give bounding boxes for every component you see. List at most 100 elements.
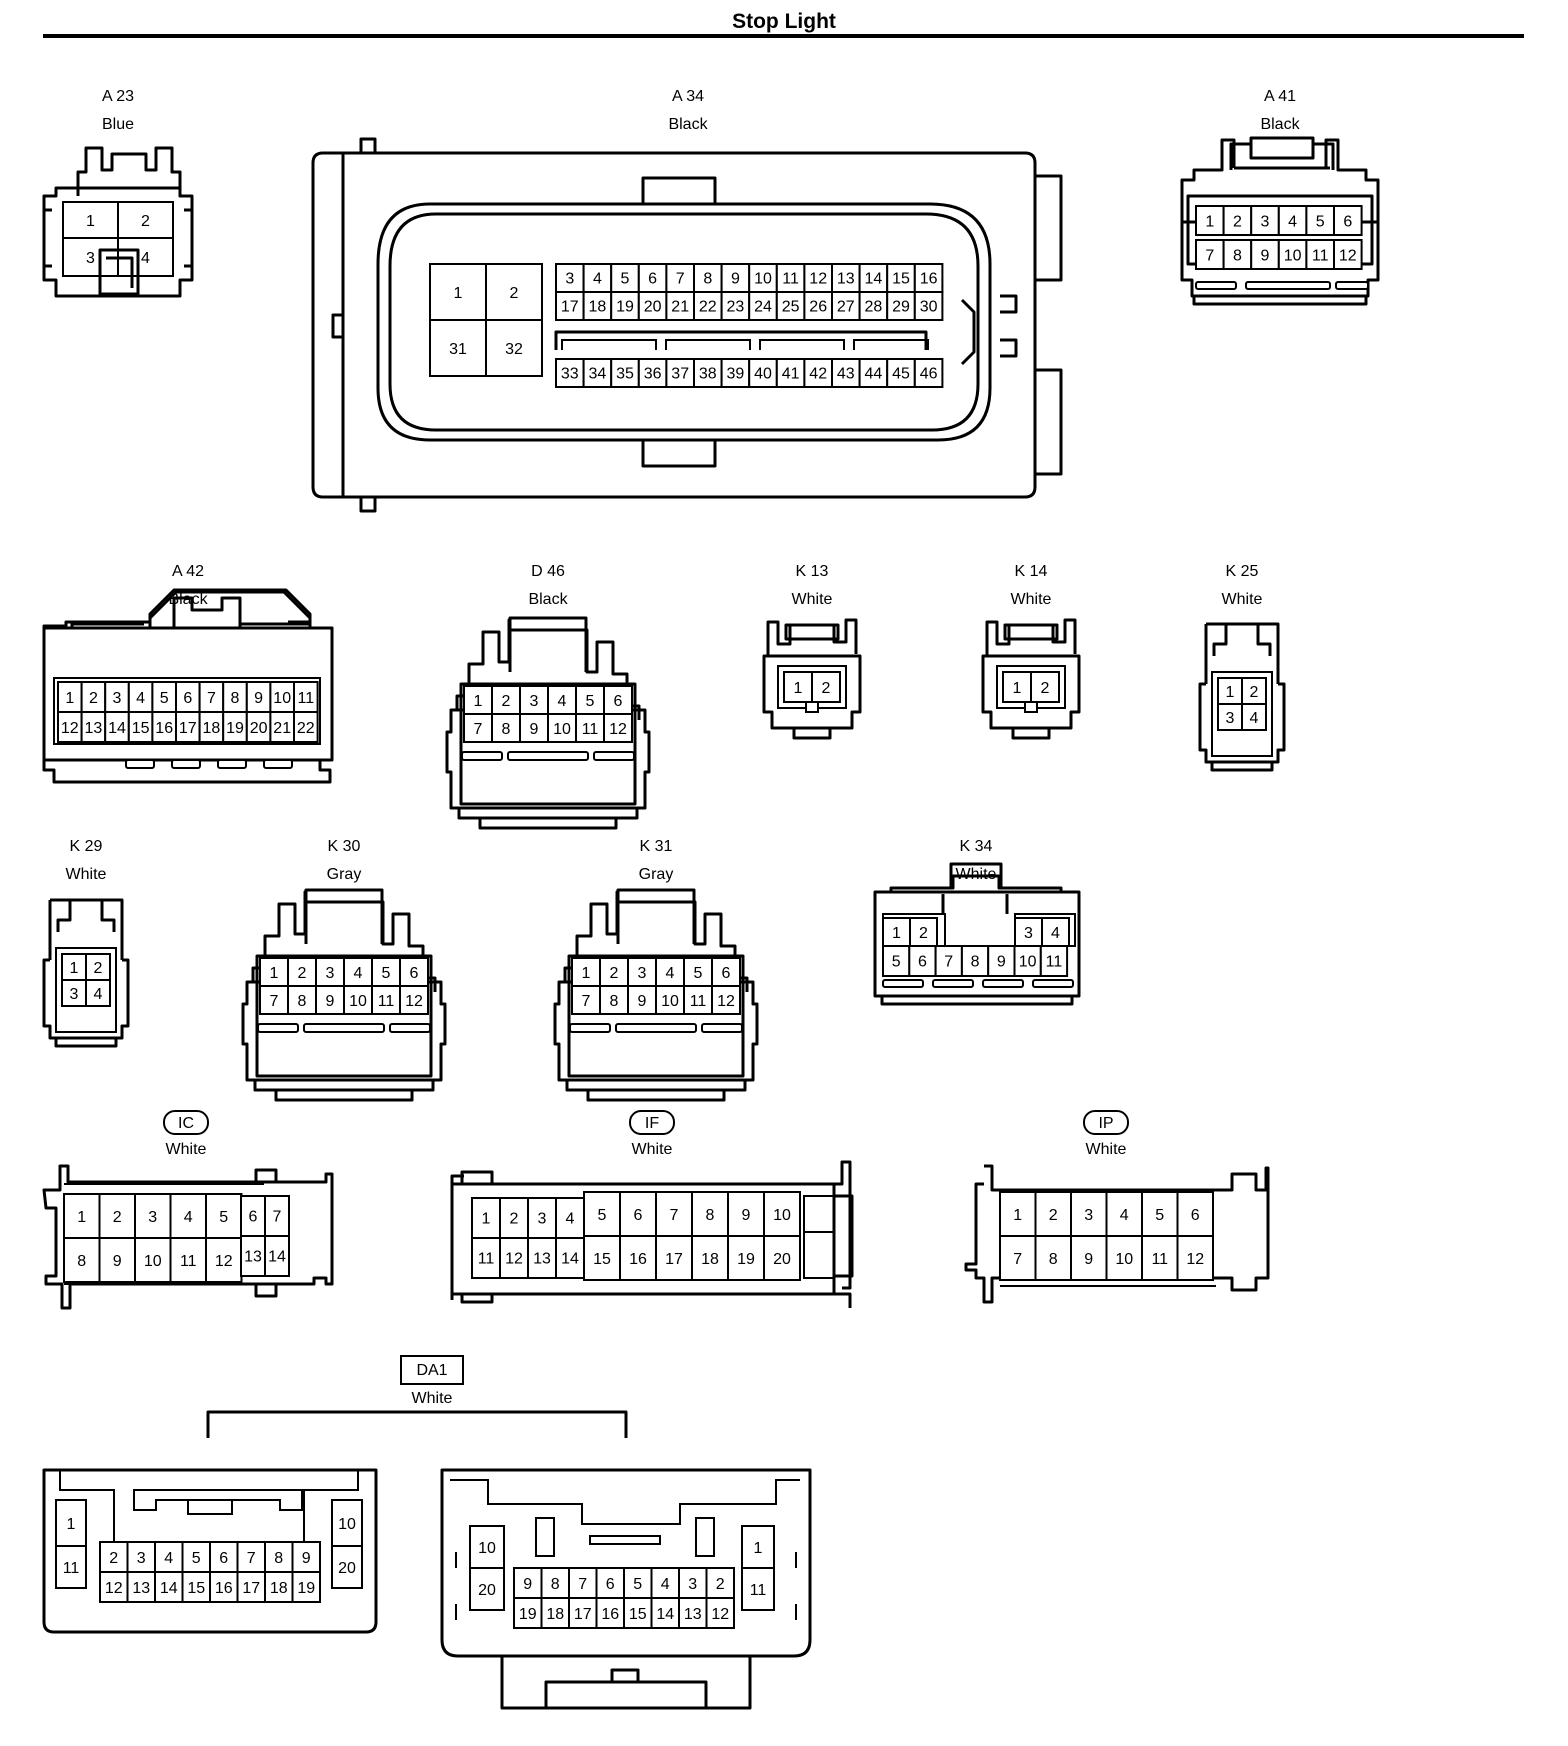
pin-number: 18 [589, 298, 607, 315]
pin-cell [571, 985, 601, 1015]
lock-tab [616, 888, 696, 904]
pin-cell [803, 358, 834, 388]
connector-color: White [792, 591, 833, 608]
pin-cell [1333, 239, 1363, 270]
pin-number: 17 [574, 1606, 592, 1623]
pin-number: 22 [297, 720, 315, 737]
pin-number: 12 [717, 993, 735, 1010]
pin-number: 1 [482, 1210, 491, 1227]
pin-cell [1250, 239, 1280, 270]
pin-cell [627, 985, 657, 1015]
pin-number: 6 [722, 965, 731, 982]
pin-cell [429, 263, 487, 321]
pin-number: 19 [226, 720, 244, 737]
pin-cell [1241, 703, 1267, 731]
connector-color: White [66, 866, 107, 883]
latch-slot [1335, 281, 1369, 290]
pin-number: 2 [610, 965, 619, 982]
pin-number: 8 [971, 953, 980, 970]
housing [981, 654, 1081, 730]
pin-number: 41 [782, 365, 800, 382]
pair-bracket [206, 1410, 628, 1438]
pin-cell [637, 263, 668, 293]
pin-cell [99, 1571, 129, 1603]
pin-number: 2 [1250, 684, 1259, 701]
pin-cell [331, 1545, 363, 1589]
pin-number: 36 [644, 365, 662, 382]
pin-number: 2 [298, 965, 307, 982]
connector-color: Black [1260, 116, 1300, 133]
pin-number: 12 [215, 1253, 233, 1270]
pin-cell [85, 953, 111, 981]
pin-number: 3 [86, 250, 95, 267]
pin-number: 1 [1205, 213, 1214, 230]
pin-number: 12 [711, 1606, 729, 1623]
pin-number: 26 [809, 298, 827, 315]
pin-cell [683, 957, 713, 987]
outer-housing [341, 151, 1037, 499]
housing [553, 980, 759, 1082]
pin-cell [154, 1571, 184, 1603]
pin-number: 11 [1151, 1251, 1168, 1268]
pin-number: 13 [244, 1248, 262, 1265]
pin-number: 16 [215, 1580, 233, 1597]
pin-number: 7 [944, 953, 953, 970]
connector-name: IF [645, 1115, 659, 1132]
pin-number: 6 [183, 690, 192, 707]
pin-number: 1 [474, 693, 483, 710]
mid-rail-segments [561, 339, 929, 350]
connector-name: K 29 [70, 838, 103, 855]
connector-name: K 25 [1226, 563, 1259, 580]
bottom-rail [1192, 296, 1368, 306]
pin-number: 1 [1226, 684, 1235, 701]
pin-number: 7 [474, 721, 483, 738]
bottom-rail [1011, 728, 1051, 740]
pin-cell [259, 985, 289, 1015]
bottom-rails [253, 1080, 435, 1102]
pin-cell [1333, 205, 1363, 236]
pin-cell [748, 263, 778, 293]
pin-number: 16 [155, 720, 173, 737]
right-cavity [834, 1194, 854, 1278]
pin-cell [205, 1237, 243, 1283]
pin-number: 11 [690, 993, 707, 1010]
pin-cell [858, 358, 889, 388]
pin-number: 1 [1013, 680, 1022, 697]
pin-cell [610, 263, 640, 293]
pin-number: 8 [77, 1253, 86, 1270]
pin-number: 12 [609, 721, 627, 738]
connector-name: K 30 [328, 838, 361, 855]
pin-cell [264, 1235, 290, 1277]
latch-slot [1245, 281, 1331, 290]
pin-number: 12 [405, 993, 423, 1010]
pin-cell [519, 685, 549, 715]
pin-number: 14 [656, 1606, 674, 1623]
pin-number: 5 [1155, 1207, 1164, 1224]
connector-name: D 46 [531, 563, 565, 580]
pin-cell [705, 1597, 735, 1629]
pin-cell [291, 1571, 321, 1603]
pin-number: 8 [298, 993, 307, 1010]
top-lock [1204, 622, 1280, 684]
page-title: Stop Light [732, 10, 836, 33]
pin-number: 4 [141, 250, 150, 267]
pin-cell [720, 291, 751, 321]
pin-cell [882, 917, 911, 947]
bottom-rail [792, 728, 832, 740]
pin-cell [555, 291, 585, 321]
inner-shroud-lip [388, 212, 980, 432]
pin-number: 6 [606, 1576, 615, 1593]
pin-cell [741, 1567, 775, 1611]
housing [1198, 682, 1286, 764]
pin-number: 10 [1115, 1251, 1133, 1268]
pin-number: 5 [633, 1576, 642, 1593]
pin-number: 27 [837, 298, 855, 315]
pin-cell [315, 985, 345, 1015]
pin-number: 6 [1191, 1207, 1200, 1224]
